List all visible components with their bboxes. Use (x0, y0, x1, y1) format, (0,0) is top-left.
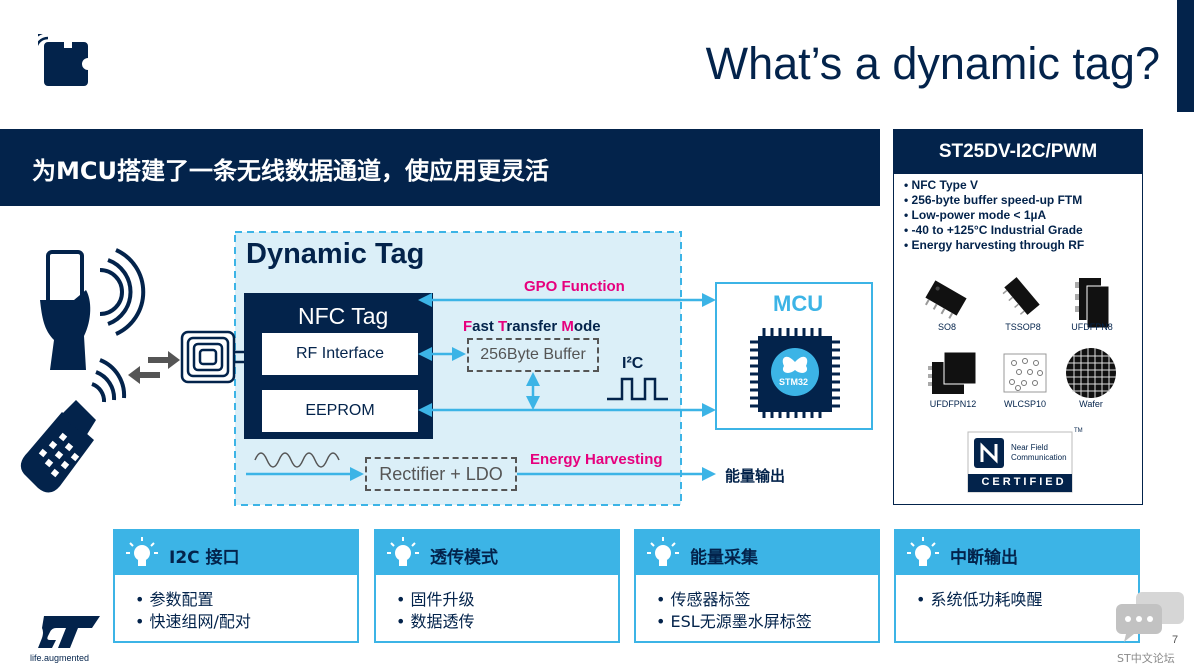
list-item: 数据透传 (396, 611, 475, 633)
feature-card-transparent-mode: 透传模式 固件升级 数据透传 (374, 529, 620, 643)
nfc-tag-title: NFC Tag (298, 303, 389, 329)
feature-card-i2c: I2C 接口 参数配置 快速组网/配对 (113, 529, 359, 643)
page-number: 7 (1172, 634, 1179, 646)
dynamic-tag-title: Dynamic Tag (246, 238, 425, 270)
list-item: 系统低功耗唤醒 (916, 589, 1043, 611)
page-title: What’s a dynamic tag? (705, 38, 1160, 89)
card-header: I2C 接口 (115, 531, 357, 575)
smartphone-icon (40, 248, 146, 370)
gpo-arrow (418, 293, 716, 307)
product-feature: • NFC Type V (904, 178, 978, 192)
energy-output-label: 能量输出 (725, 467, 786, 485)
product-feature: • -40 to +125°C Industrial Grade (904, 223, 1083, 237)
wlcsp10-package-icon (1003, 353, 1047, 393)
header-accent-bar (1177, 0, 1194, 112)
cert-line1: Near Field (1011, 443, 1048, 452)
card-item-list: 系统低功耗唤醒 (916, 589, 1043, 611)
rf-wave-icon (254, 452, 340, 468)
forum-watermark: ST中文论坛 (1117, 652, 1175, 665)
card-header: 中断输出 (896, 531, 1138, 575)
fast-transfer-mode-label: Fast Transfer Mode (463, 318, 601, 335)
card-item-list: 参数配置 快速组网/配对 (135, 589, 251, 633)
wafer-icon (1066, 348, 1116, 398)
st-tagline: life.augmented (30, 653, 90, 663)
card-header: 透传模式 (376, 531, 618, 575)
list-item: 固件升级 (396, 589, 475, 611)
package-label: Wafer (1079, 399, 1103, 409)
rectifier-ldo-box: Rectifier + LDO (365, 457, 517, 491)
st-logo-icon (38, 616, 100, 648)
card-title: 中断输出 (950, 548, 1018, 568)
lightbulb-icon (907, 537, 939, 566)
buffer-box: 256Byte Buffer (467, 338, 599, 372)
energy-harvesting-label: Energy Harvesting (530, 451, 663, 468)
rf-buffer-arrow (418, 347, 466, 361)
banner-text: 为MCU搭建了一条无线数据通道，使应用更灵活 (32, 157, 549, 185)
card-title: 能量采集 (690, 548, 758, 568)
lightbulb-icon (387, 537, 419, 566)
list-item: ESL无源墨水屏标签 (656, 611, 812, 633)
list-item: 快速组网/配对 (135, 611, 251, 633)
eeprom-box: EEPROM (262, 390, 418, 432)
lightbulb-icon (126, 537, 158, 566)
package-label: SO8 (937, 322, 956, 332)
chat-bubbles-icon (1116, 592, 1184, 642)
mcu-label: MCU (773, 291, 824, 316)
card-header: 能量采集 (636, 531, 878, 575)
product-feature-list: • NFC Type V • 256-byte buffer speed-up … (904, 178, 1084, 253)
so8-package-icon (925, 280, 967, 319)
card-title: 透传模式 (430, 548, 498, 568)
trademark-mark: TM (1074, 428, 1083, 434)
product-name: ST25DV-I2C/PWM (894, 130, 1142, 174)
i2c-label: I²C (622, 355, 644, 372)
product-feature: • Energy harvesting through RF (904, 238, 1085, 252)
banner: 为MCU搭建了一条无线数据通道，使应用更灵活 (0, 129, 880, 206)
gpo-function-label: GPO Function (524, 278, 625, 295)
ufdfpn8-package-icon (1075, 278, 1110, 329)
handheld-reader-icon (20, 358, 127, 493)
dynamic-tag-logo-icon (38, 34, 92, 86)
package-images (925, 277, 1116, 493)
list-item: 参数配置 (135, 589, 251, 611)
buffer-bus-arrow (526, 372, 540, 410)
lightbulb-icon (647, 537, 679, 566)
i2c-bus-arrow (418, 403, 716, 417)
product-feature: • Low-power mode < 1µA (904, 208, 1047, 222)
tssop8-package-icon (1002, 277, 1040, 315)
stm32-chip-icon (750, 328, 840, 418)
card-item-list: 传感器标签 ESL无源墨水屏标签 (656, 589, 812, 633)
product-feature: • 256-byte buffer speed-up FTM (904, 193, 1083, 207)
package-label: TSSOP8 (1005, 322, 1041, 332)
product-panel: ST25DV-I2C/PWM • NFC Type V • 256-byte b… (893, 129, 1143, 505)
card-title: I2C 接口 (169, 548, 240, 568)
stm32-chip-label: STM32 (779, 377, 809, 387)
feature-card-energy-harvesting: 能量采集 传感器标签 ESL无源墨水屏标签 (634, 529, 880, 643)
card-item-list: 固件升级 数据透传 (396, 589, 475, 633)
package-label: UFDFPN8 (1071, 322, 1113, 332)
feature-card-interrupt-output: 中断输出 系统低功耗唤醒 (894, 529, 1140, 643)
nfc-certified-badge (967, 431, 1073, 493)
rf-interface-box: RF Interface (262, 333, 418, 375)
cert-line2: Communication (1011, 453, 1067, 462)
ufdfpn12-package-icon (928, 351, 977, 394)
package-label: WLCSP10 (1003, 399, 1047, 409)
package-label: UFDFPN12 (929, 399, 977, 409)
cert-label: CERTIFIED (981, 476, 1067, 488)
energy-output-arrow (517, 467, 716, 481)
list-item: 传感器标签 (656, 589, 812, 611)
i2c-pulse-icon (607, 377, 668, 401)
exchange-arrows-icon (128, 351, 180, 384)
rf-to-rectifier-arrow (246, 467, 364, 481)
